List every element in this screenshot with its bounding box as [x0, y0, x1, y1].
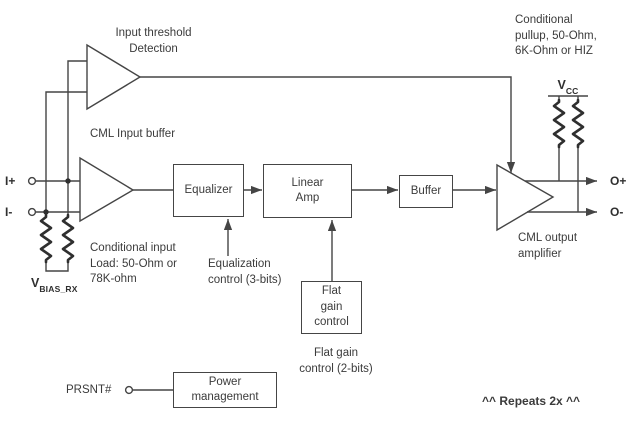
port-label-i-minus: I-: [5, 205, 13, 219]
buffer-block: Buffer: [399, 175, 453, 208]
linear-amp-block: Linear Amp: [263, 164, 352, 218]
vbias-rx-label-main: V: [31, 276, 40, 290]
equalizer-block: Equalizer: [173, 164, 244, 217]
input-threshold-caption: Input threshold Detection: [115, 27, 192, 55]
vcc-label-main: V: [557, 78, 566, 92]
conditional-input-load-caption: Conditional input Load: 50-Ohm or 78K-oh…: [90, 242, 177, 285]
wire-i-plus-to-detector: [67, 60, 87, 181]
flat-gain-control-block: Flat gain control: [301, 281, 362, 334]
terminal-i-plus-icon: [27, 176, 37, 186]
vbias-rx-label: VBIAS_RX: [31, 274, 78, 295]
cml-input-buffer-amp-icon: [79, 156, 135, 223]
resistor-pullup-left-icon: [552, 98, 566, 149]
resistor-pullup-right-icon: [571, 98, 585, 149]
port-label-o-minus: O-: [610, 205, 624, 219]
port-label-i-plus: I+: [5, 174, 16, 188]
cml-output-amp-caption: CML output amplifier: [518, 232, 578, 260]
junction-dot-i-minus: [43, 209, 49, 215]
port-label-o-plus: O+: [610, 174, 627, 188]
terminal-prsnt-icon: [124, 385, 134, 395]
port-label-prsnt: PRSNT#: [66, 384, 112, 396]
junction-dot-i-plus: [65, 178, 71, 184]
wire-detector-to-output-amp: [140, 76, 516, 173]
cml-output-amp-icon: [496, 163, 555, 232]
vcc-label-sub: CC: [565, 86, 579, 97]
vbias-rx-label-sub: BIAS_RX: [39, 284, 78, 295]
resistor-input-load-left-icon: [39, 213, 53, 264]
flat-gain-caption: Flat gain control (2-bits): [299, 347, 373, 375]
resistor-input-load-right-icon: [61, 213, 75, 264]
wire-i-minus-to-detector: [45, 91, 87, 212]
repeats-note: ^^ Repeats 2x ^^: [482, 394, 581, 408]
cml-input-buffer-caption: CML Input buffer: [90, 128, 176, 140]
power-management-block: Power management: [173, 372, 277, 408]
input-threshold-amp-icon: [86, 43, 142, 111]
equalization-control-caption: Equalization control (3-bits): [208, 258, 282, 286]
conditional-pullup-caption: Conditional pullup, 50-Ohm, 6K-Ohm or HI…: [515, 14, 597, 57]
terminal-i-minus-icon: [27, 207, 37, 217]
wire-load-common-vbias: [45, 262, 69, 272]
vcc-label: VCC: [548, 76, 588, 97]
